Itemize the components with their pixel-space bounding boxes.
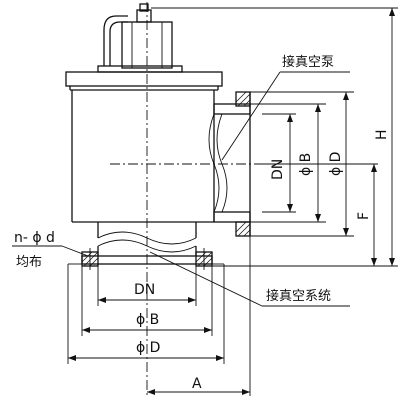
label-dn-bottom: DN — [134, 282, 155, 298]
height-dimensions — [151, 7, 398, 267]
side-outlet — [110, 91, 262, 237]
label-holes: n- ϕ d — [14, 230, 55, 246]
label-dim-f: F — [356, 212, 372, 220]
label-phi-b-bottom: ϕ B — [136, 312, 159, 328]
leader-lines — [12, 71, 350, 307]
label-phi-b-side: ϕ B — [298, 153, 314, 176]
label-dim-h: H — [374, 129, 390, 140]
label-holes-note: 均布 — [16, 255, 42, 270]
valve-cover — [65, 71, 223, 91]
label-dim-a: A — [192, 376, 202, 392]
label-phi-d-side: ϕ D — [328, 152, 344, 176]
valve-body — [71, 90, 215, 256]
solenoid-actuator — [97, 3, 183, 73]
bottom-dimensions — [67, 236, 251, 396]
label-phi-d-bottom: ϕ D — [136, 340, 160, 356]
label-top-port: 接真空泵 — [282, 54, 334, 70]
label-bottom-port: 接真空系统 — [266, 288, 331, 304]
label-dn-side: DN — [270, 159, 286, 180]
